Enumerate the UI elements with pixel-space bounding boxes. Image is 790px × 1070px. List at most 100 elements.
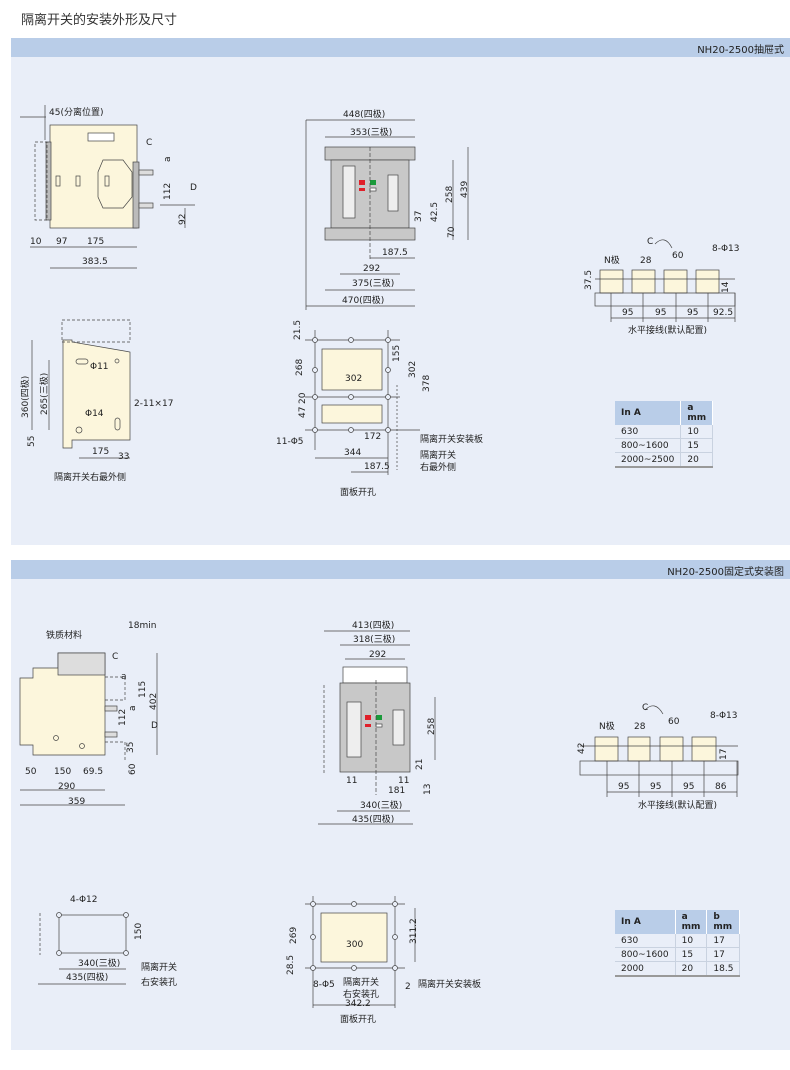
- annotation-label: 隔离开关: [141, 963, 178, 973]
- dim-label: 435(四极): [66, 973, 109, 983]
- dim-label: 340(三极): [360, 801, 403, 811]
- dim-label: C: [146, 138, 153, 148]
- dim-label: 8-Φ5: [313, 980, 335, 990]
- dim-label: 10: [30, 237, 42, 247]
- dim-label: 359: [68, 797, 86, 807]
- dim-label: 290: [58, 782, 76, 792]
- dim-label: 92.5: [713, 308, 734, 318]
- dim-label: 21: [415, 758, 425, 770]
- dim-label: 448(四极): [343, 110, 386, 120]
- dim-label: C: [112, 652, 119, 662]
- dim-label: 340(三极): [78, 959, 121, 969]
- dim-label: 311.2: [409, 918, 419, 944]
- page-title: 隔离开关的安装外形及尺寸: [21, 13, 178, 28]
- dim-label: a: [121, 672, 127, 682]
- dim-label: 60: [672, 251, 684, 261]
- table-cell: 630: [615, 934, 676, 948]
- dim-label: 95: [655, 308, 667, 318]
- dim-label: 60: [128, 763, 138, 775]
- dim-label: 383.5: [82, 257, 108, 267]
- table-cell: 15: [680, 438, 714, 453]
- table-cell: 10: [680, 425, 714, 439]
- caption: 面板开孔: [340, 1015, 377, 1025]
- dim-label: 95: [687, 308, 699, 318]
- dim-label: 92: [178, 213, 188, 225]
- dim-label: 95: [618, 782, 630, 792]
- dim-label: 47: [298, 406, 308, 418]
- dim-label: 97: [56, 237, 68, 247]
- dim-label: 375(三极): [352, 279, 395, 289]
- table-cell: 15: [675, 947, 708, 962]
- dim-label: 55: [27, 435, 37, 447]
- table-cell: 10: [675, 934, 708, 948]
- drawout-mount-drawing: [31, 319, 131, 459]
- dim-label: 115: [138, 680, 148, 698]
- dim-label: 292: [363, 264, 381, 274]
- dim-label: 150: [134, 922, 144, 940]
- drawout-busbar-drawing: [594, 239, 736, 322]
- dim-label: 187.5: [364, 462, 390, 472]
- fixed-front-drawing: [318, 630, 436, 825]
- dim-label: 258: [445, 185, 455, 203]
- dim-label: D: [190, 183, 197, 193]
- dim-label: 342.2: [345, 999, 371, 1009]
- annotation-label: 隔离开关安装板: [418, 980, 482, 990]
- annotation-label: 隔离开关安装板: [420, 435, 484, 445]
- dim-label: 60: [668, 717, 680, 727]
- fixed-busbar-drawing: [579, 705, 739, 797]
- table-cell: 17: [706, 947, 741, 962]
- caption: 水平接线(默认配置): [638, 801, 718, 811]
- dim-label: 360(四极): [21, 375, 31, 418]
- fixed-holes-drawing: [38, 912, 129, 985]
- dim-label: a: [163, 156, 173, 162]
- dim-label: 150: [54, 767, 72, 777]
- table-cell: 18.5: [706, 961, 741, 977]
- drawout-front-drawing: [305, 119, 469, 310]
- table-header: In A: [615, 401, 682, 425]
- dim-label: 45(分离位置): [49, 108, 104, 118]
- dim-label: 33: [118, 452, 130, 462]
- section-title: NH20-2500抽屉式: [697, 45, 784, 56]
- dim-label: 37: [414, 210, 424, 222]
- dim-label: 172: [364, 432, 382, 442]
- dim-label: 353(三极): [350, 128, 393, 138]
- caption: 面板开孔: [340, 488, 377, 498]
- annotation-label: 右安装孔: [343, 990, 380, 1000]
- dim-label: 175: [92, 447, 110, 457]
- fixed-cutout-drawing: [305, 896, 416, 1008]
- dim-label: 28: [634, 722, 646, 732]
- dim-label: 268: [295, 358, 305, 376]
- fixed-side-drawing: [19, 652, 158, 806]
- dim-label: a: [128, 705, 138, 711]
- dim-label: Φ11: [90, 362, 109, 372]
- table-cell: 20: [680, 452, 714, 468]
- table-cell: 2000~2500: [615, 452, 682, 468]
- dim-label: 42.5: [430, 201, 440, 222]
- dim-label: 86: [715, 782, 727, 792]
- dim-label: 269: [289, 926, 299, 944]
- dim-label: 17: [719, 748, 729, 760]
- dim-label: 112: [118, 708, 128, 726]
- dim-label: 14: [721, 281, 731, 293]
- dim-label: 181: [388, 786, 406, 796]
- dim-label: C: [642, 703, 649, 713]
- table-header: b mm: [706, 910, 741, 934]
- dim-label: 187.5: [382, 248, 408, 258]
- dim-label: 435(四极): [352, 815, 395, 825]
- dim-label: 112: [163, 182, 173, 200]
- dim-label: D: [151, 721, 158, 731]
- dim-label: 70: [447, 226, 457, 238]
- table-header: a mm: [675, 910, 708, 934]
- dim-label: 95: [650, 782, 662, 792]
- dim-label: 402: [149, 692, 159, 710]
- dim-label: 378: [422, 374, 432, 392]
- dim-label: 8-Φ13: [710, 711, 738, 721]
- drawout-cutout-drawing: [305, 330, 420, 475]
- dim-label: 69.5: [83, 767, 104, 777]
- dim-label: 95: [622, 308, 634, 318]
- dim-label: 2-11×17: [134, 399, 174, 409]
